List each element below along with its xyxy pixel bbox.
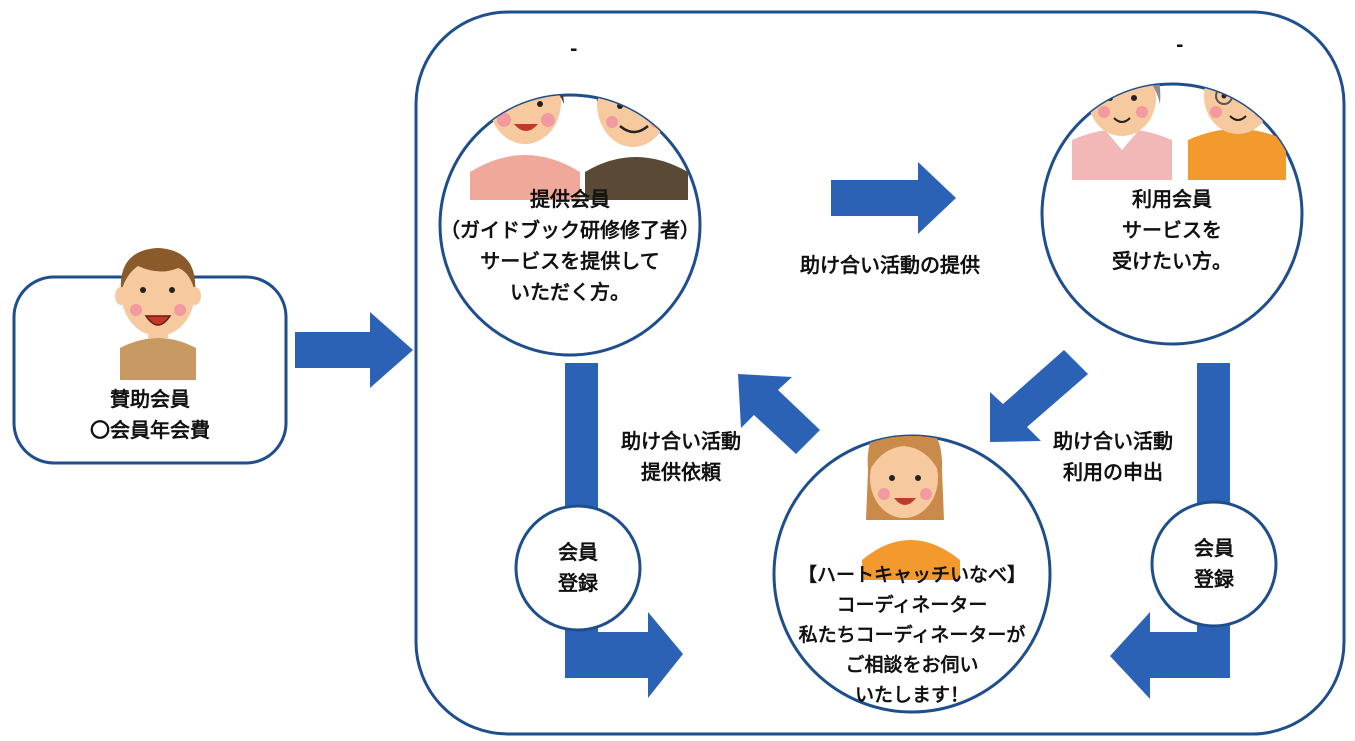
sponsor-title: 賛助会員 — [110, 387, 190, 411]
application-arrow — [990, 350, 1088, 442]
coordinator-org: 【ハートキャッチいなべ】 — [797, 564, 1026, 586]
register-left-line-2: 登録 — [558, 571, 598, 595]
user-desc-2: 受けたい方。 — [1112, 249, 1232, 273]
user-desc-1: サービスを — [1122, 218, 1222, 242]
register-right-circle — [1150, 500, 1278, 628]
application-line-1: 助け合い活動 — [1053, 429, 1173, 453]
sponsor-fee: 〇会員年会費 — [90, 418, 210, 442]
coordinator-illustration — [862, 436, 960, 580]
provider-label: 提供会員 （ガイドブック研修修了者） サービスを提供して いただく方。 — [440, 184, 700, 308]
user-label: 利用会員 サービスを 受けたい方。 — [1062, 184, 1282, 277]
user-title: 利用会員 — [1132, 187, 1212, 211]
provider-pair-dash: - — [570, 39, 578, 60]
provider-qualification: （ガイドブック研修修了者） — [440, 218, 700, 242]
sponsor-label: 賛助会員 〇会員年会費 — [14, 384, 286, 446]
coordinator-msg-2: ご相談をお伺い — [845, 654, 979, 676]
register-right-label: 会員 登録 — [1164, 533, 1264, 595]
request-arrow — [738, 374, 820, 454]
register-left-label: 会員 登録 — [528, 537, 628, 599]
coordinator-label: 【ハートキャッチいなべ】 コーディネーター 私たちコーディネーターが ご相談をお… — [772, 560, 1052, 710]
provider-title: 提供会員 — [530, 187, 610, 211]
sponsor-person-illustration — [115, 248, 201, 380]
application-line-2: 利用の申出 — [1063, 460, 1163, 484]
request-line-2: 提供依頼 — [641, 460, 721, 484]
user-pair-dash: - — [1176, 35, 1184, 56]
provider-desc-1: サービスを提供して — [480, 249, 660, 273]
request-label: 助け合い活動 提供依頼 — [596, 426, 766, 488]
flow-provide-label: 助け合い活動の提供 — [800, 253, 980, 277]
sponsor-to-frame-arrow — [295, 312, 413, 388]
provider-desc-2: いただく方。 — [510, 280, 630, 304]
coordinator-msg-1: 私たちコーディネーターが — [798, 624, 1026, 646]
request-line-1: 助け合い活動 — [621, 429, 741, 453]
coordinator-role: コーディネーター — [836, 594, 988, 616]
register-right-line-1: 会員 — [1194, 536, 1234, 560]
register-left-line-1: 会員 — [558, 540, 598, 564]
coordinator-msg-3: いたします！ — [854, 684, 969, 706]
register-left-circle — [514, 504, 642, 632]
application-label: 助け合い活動 利用の申出 — [1028, 426, 1198, 488]
register-right-line-2: 登録 — [1194, 567, 1234, 591]
provide-arrow — [831, 162, 956, 234]
